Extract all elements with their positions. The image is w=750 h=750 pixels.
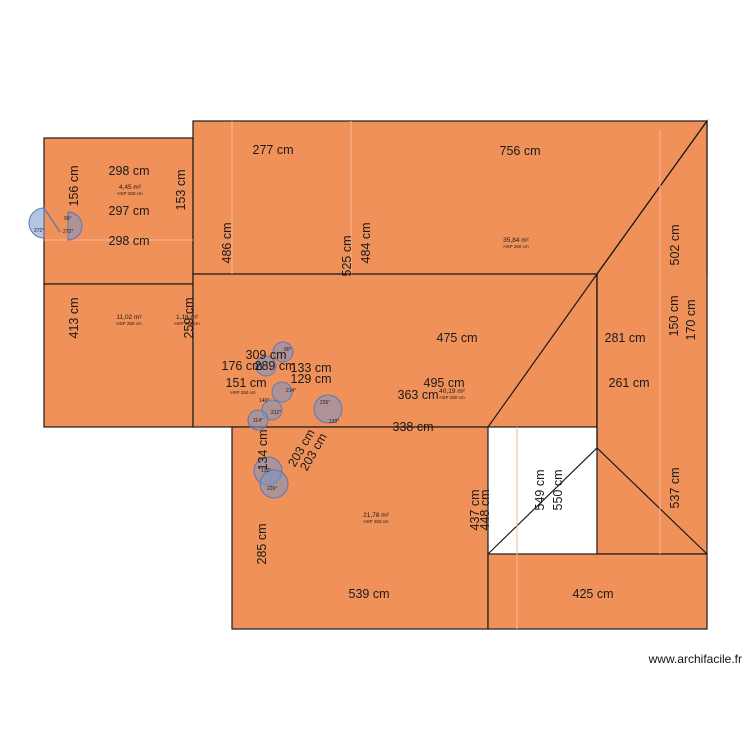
dimension-label: 261 cm bbox=[609, 376, 650, 390]
door-angle: 114° bbox=[253, 418, 263, 424]
room-middle bbox=[192, 273, 598, 428]
dimension-label: 150 cm bbox=[667, 296, 681, 337]
door-swing bbox=[259, 469, 289, 499]
svg-text:HSP 250 cm: HSP 250 cm bbox=[363, 519, 388, 524]
svg-text:HSP 250 cm: HSP 250 cm bbox=[174, 321, 199, 326]
door-swing bbox=[313, 394, 343, 424]
svg-text:HSP 250 cm: HSP 250 cm bbox=[117, 191, 142, 196]
dimension-label: 437 cm bbox=[468, 490, 482, 531]
dimension-label: 259 cm bbox=[182, 298, 196, 339]
dimension-label: 756 cm bbox=[500, 144, 541, 158]
door-angle: 90° bbox=[284, 347, 292, 353]
door-swing bbox=[28, 207, 61, 239]
hip-line-middle bbox=[487, 273, 598, 428]
dimension-label: 448 cm bbox=[478, 490, 492, 531]
dimension-label: 537 cm bbox=[668, 468, 682, 509]
svg-text:HSP 250 cm: HSP 250 cm bbox=[116, 321, 141, 326]
dimension-label: 539 cm bbox=[349, 587, 390, 601]
room-bottom-right bbox=[487, 553, 708, 630]
dimension-label: 151 cm bbox=[226, 376, 267, 390]
svg-text:4,45 m²: 4,45 m² bbox=[119, 184, 142, 191]
svg-text:HSP 250 cm: HSP 250 cm bbox=[230, 390, 255, 395]
svg-text:1,18 m²: 1,18 m² bbox=[176, 314, 199, 321]
dimension-label: 176 cm bbox=[222, 359, 263, 373]
door-angle: 272° bbox=[34, 228, 44, 234]
room-label: 4,45 m² HSP 250 cm bbox=[117, 184, 142, 196]
svg-text:HSP 250 cm: HSP 250 cm bbox=[503, 244, 528, 249]
dimension-label: 289 cm bbox=[255, 359, 296, 373]
dimension-label: 153 cm bbox=[174, 170, 188, 211]
dimension-label: 277 cm bbox=[253, 143, 294, 157]
dimension-label: 170 cm bbox=[684, 300, 698, 341]
dimension-label: 298 cm bbox=[109, 164, 150, 178]
svg-text:40,19 m²: 40,19 m² bbox=[439, 388, 465, 395]
room-label: 21,78 m² HSP 250 cm bbox=[363, 512, 389, 524]
door-angle: 140° bbox=[259, 398, 269, 404]
door-swing bbox=[247, 409, 269, 431]
hip-line-top bbox=[596, 120, 708, 275]
dimension-label: 549 cm bbox=[533, 470, 547, 511]
room-label: 1,18 m² HSP 250 cm bbox=[174, 314, 199, 326]
dimension-label: 285 cm bbox=[255, 524, 269, 565]
door-swing bbox=[67, 211, 83, 241]
svg-text:HSP 250 cm: HSP 250 cm bbox=[439, 395, 464, 400]
door-angle: 226° bbox=[320, 400, 330, 406]
dimension-label: 550 cm bbox=[551, 470, 565, 511]
door-angle: 272° bbox=[63, 229, 73, 235]
dimension-label: 495 cm bbox=[424, 376, 465, 390]
room-label: 40,19 m² HSP 250 cm bbox=[439, 388, 465, 400]
door-angle: 214° bbox=[286, 388, 296, 394]
door-angle: 132° bbox=[261, 468, 271, 474]
door-swing bbox=[255, 355, 277, 377]
door-swing bbox=[271, 381, 293, 403]
dimension-label: 298 cm bbox=[109, 234, 150, 248]
dimension-label: 475 cm bbox=[437, 331, 478, 345]
dimension-label: 133 cm bbox=[291, 361, 332, 375]
dimension-label: 525 cm bbox=[340, 236, 354, 277]
dimension-label: 413 cm bbox=[67, 298, 81, 339]
svg-text:21,78 m²: 21,78 m² bbox=[363, 512, 389, 519]
room-label: 35,84 m² HSP 250 cm bbox=[503, 237, 529, 249]
door-swing bbox=[272, 341, 294, 363]
door-angle: 212° bbox=[271, 410, 281, 416]
room-top-left bbox=[43, 137, 194, 285]
dimension-label: 297 cm bbox=[109, 204, 150, 218]
dimension-label: 134 cm bbox=[256, 430, 270, 471]
dimension-label: 129 cm bbox=[291, 372, 332, 386]
svg-text:35,84 m²: 35,84 m² bbox=[503, 237, 529, 244]
dimension-label: 281 cm bbox=[605, 331, 646, 345]
dimension-label: 486 cm bbox=[220, 223, 234, 264]
room-left-lower bbox=[43, 283, 194, 428]
door-angle: 90° bbox=[64, 216, 72, 222]
dimension-label: 425 cm bbox=[573, 587, 614, 601]
watermark: www.archifacile.fr bbox=[648, 652, 742, 666]
dimension-label: 156 cm bbox=[67, 166, 81, 207]
dimension-label: 309 cm bbox=[246, 348, 287, 362]
svg-text:11,02 m²: 11,02 m² bbox=[116, 314, 142, 321]
dimension-label: 484 cm bbox=[359, 223, 373, 264]
room-label: 11,02 m² HSP 250 cm bbox=[116, 314, 142, 326]
dimension-label: 502 cm bbox=[668, 225, 682, 266]
door-angle: 133° bbox=[329, 419, 339, 425]
dimension-label: 338 cm bbox=[393, 420, 434, 434]
dimension-label: 363 cm bbox=[398, 388, 439, 402]
door-angle: 226° bbox=[267, 486, 277, 492]
room-label: HSP 250 cm bbox=[230, 390, 255, 395]
